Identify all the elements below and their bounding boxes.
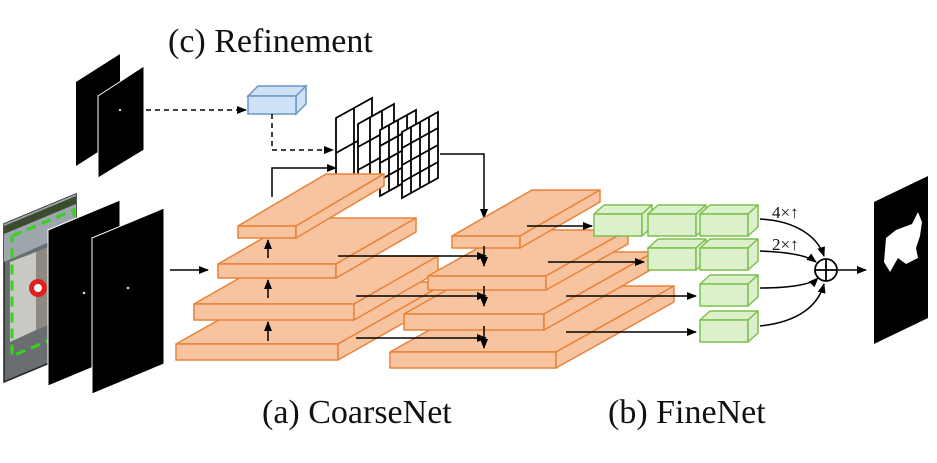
finenet-blocks <box>593 204 759 343</box>
merge-arrow-1 <box>759 218 825 257</box>
refinement-block <box>246 84 308 116</box>
finenet-pyramid <box>389 189 675 369</box>
coarse-slab-3 <box>193 255 439 321</box>
upsample-4x-label: 4×↑ <box>772 203 799 222</box>
fine-block-r4-c1 <box>699 310 759 343</box>
coarsenet-caption: (a) CoarseNet <box>262 394 452 431</box>
grid-layer-4 <box>401 110 439 200</box>
input-map-2 <box>91 207 165 395</box>
refine-input-map-front <box>97 65 145 179</box>
fine-block-r2-c2 <box>699 238 759 271</box>
refinement-input-maps <box>76 54 145 179</box>
refinement-caption: (c) Refinement <box>168 23 373 60</box>
grid-to-fine-arrow <box>440 153 488 219</box>
merge-arrow-4 <box>759 283 826 327</box>
fine-slab-2 <box>427 229 629 291</box>
refine-dashed-arrow-out <box>271 114 334 154</box>
refinement-grid-stack <box>335 96 439 200</box>
upsample-2x-label: 2×↑ <box>772 235 799 254</box>
input-image-stack <box>3 192 165 395</box>
sum-operator <box>814 258 838 282</box>
coarse-to-grid-arrow <box>271 164 337 197</box>
merge-arrow-3 <box>759 277 819 289</box>
fine-block-r2-c1 <box>647 238 707 271</box>
fine-block-r1-c3 <box>699 204 759 237</box>
fine-block-r3-c1 <box>699 274 759 307</box>
coarse-slab-1 <box>237 173 385 239</box>
merge-arrow-2 <box>759 250 817 263</box>
fine-block-r1-c1 <box>593 204 653 237</box>
fine-block-r1-c2 <box>647 204 707 237</box>
finenet-caption: (b) FineNet <box>608 394 766 431</box>
output-mask <box>874 176 928 344</box>
coarsenet-pyramid <box>175 173 449 361</box>
fine-slab-1 <box>451 189 601 249</box>
